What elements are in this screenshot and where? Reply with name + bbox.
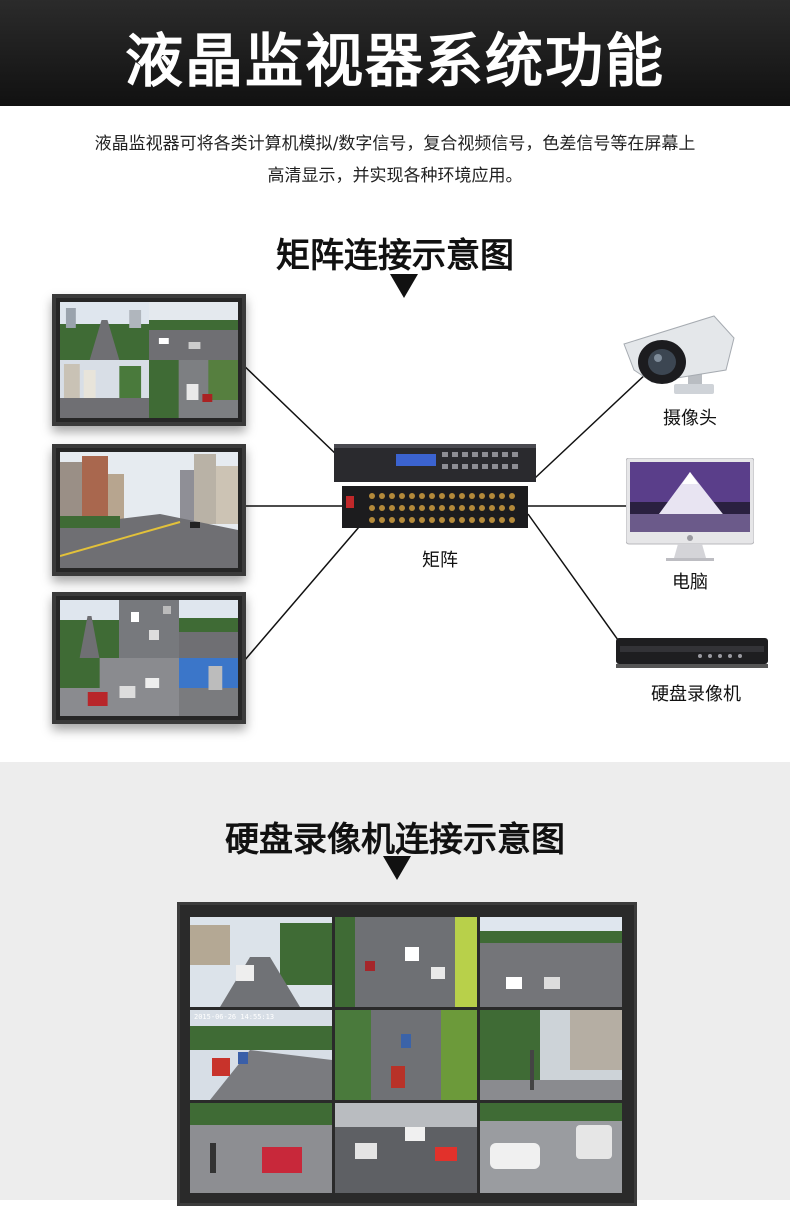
road-view <box>60 302 149 360</box>
matrix-section-title: 矩阵连接示意图 <box>276 236 514 276</box>
camera-icon <box>618 312 738 398</box>
monitor-screen <box>60 600 238 716</box>
dvr-monitor-screen: 2015-06-26 14:55:13 <box>190 917 622 1203</box>
down-arrow-icon <box>383 856 411 880</box>
road-view <box>60 600 119 658</box>
road-view <box>179 658 238 716</box>
matrix-switcher <box>332 444 538 530</box>
camera-view <box>480 917 622 1007</box>
camera-view <box>335 1010 477 1100</box>
camera-view <box>190 1103 332 1193</box>
monitor-screen <box>60 302 238 418</box>
camera-view <box>335 1103 477 1193</box>
monitor-quad-view-2 <box>52 592 246 724</box>
dvr-icon <box>616 634 768 670</box>
page-header: 液晶监视器系统功能 <box>0 0 790 106</box>
page-title: 液晶监视器系统功能 <box>124 27 665 95</box>
computer-label: 电脑 <box>672 572 708 593</box>
camera-label: 摄像头 <box>663 408 717 429</box>
intro-text: 液晶监视器可将各类计算机模拟/数字信号，复合视频信号，色差信号等在屏幕上 高清显… <box>40 128 750 192</box>
down-arrow-icon <box>390 274 418 298</box>
intro-line-1: 液晶监视器可将各类计算机模拟/数字信号，复合视频信号，色差信号等在屏幕上 <box>94 134 696 154</box>
camera-view <box>480 1103 622 1193</box>
camera-view <box>480 1010 622 1100</box>
matrix-label: 矩阵 <box>422 550 458 571</box>
monitor-quad-view-1 <box>52 294 246 426</box>
connection-lines <box>237 359 649 669</box>
camera-view <box>190 917 332 1007</box>
road-view <box>60 658 179 716</box>
camera-view <box>335 917 477 1007</box>
dvr-monitor: 2015-06-26 14:55:13 <box>177 902 637 1206</box>
intro-line-2: 高清显示，并实现各种环境应用。 <box>267 166 523 186</box>
road-view <box>119 600 179 658</box>
road-view <box>179 600 238 658</box>
monitor-street-view <box>52 444 246 576</box>
road-view <box>149 302 238 360</box>
dvr-section-title: 硬盘录像机连接示意图 <box>225 820 565 860</box>
camera-view: 2015-06-26 14:55:13 <box>190 1010 332 1100</box>
road-view <box>149 360 238 418</box>
matrix-switcher-image <box>334 444 536 528</box>
monitor-screen <box>60 452 238 568</box>
street-view <box>60 452 238 568</box>
dvr-label: 硬盘录像机 <box>651 684 741 705</box>
computer-icon <box>625 457 755 562</box>
road-view <box>60 360 149 418</box>
timestamp-text: 2015-06-26 14:55:13 <box>194 1013 275 1021</box>
